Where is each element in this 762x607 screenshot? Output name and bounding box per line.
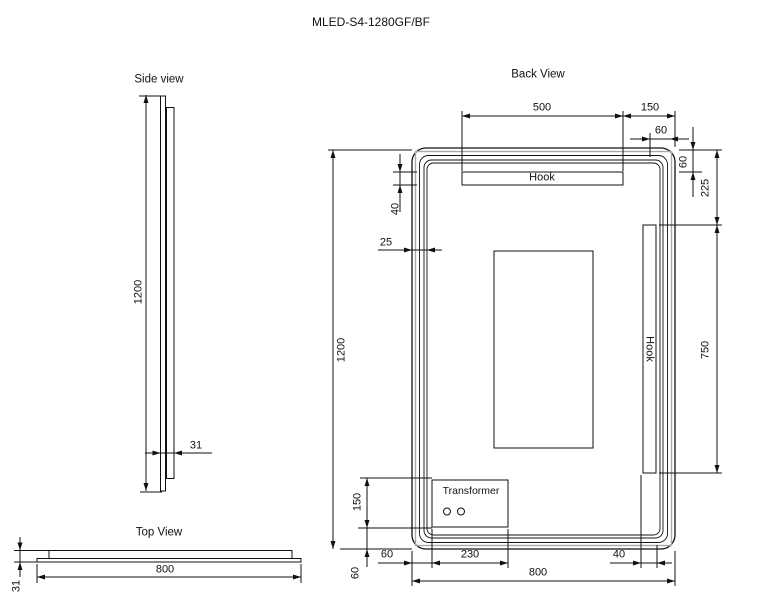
top-view-width-dim: 800 <box>155 563 175 576</box>
side-view-back-panel <box>166 107 175 479</box>
dim-60-offset-text: 60 <box>654 124 668 137</box>
transformer-box <box>431 479 509 528</box>
side-view-label: Side view <box>134 73 184 86</box>
dim-side-hook-frame-gap <box>610 475 672 568</box>
side-view-height-dim: 1200 <box>132 279 145 305</box>
top-view-dim-thickness <box>14 537 49 577</box>
side-view-glass <box>160 95 166 492</box>
dim-500-text: 500 <box>532 101 552 114</box>
dim-back-height <box>328 149 412 550</box>
transformer-hole-right <box>457 507 465 516</box>
dim-frame-inset <box>378 247 442 253</box>
dim-transformer-height <box>358 477 432 529</box>
dim-side-hook-edge-offset <box>630 133 689 157</box>
dim-800-text: 800 <box>528 566 548 579</box>
transformer-label: Transformer <box>442 484 500 497</box>
dim-150-text: 150 <box>640 101 660 114</box>
top-hook-label: Hook <box>529 171 555 184</box>
dim-transformer-bottom-gap <box>364 528 370 567</box>
led-panel-outline <box>493 250 594 449</box>
dim-1200-text: 1200 <box>335 337 348 363</box>
transformer-hole-left <box>443 507 451 516</box>
top-view-label: Top View <box>135 526 183 539</box>
dim-60-bottom-gap-text: 60 <box>349 566 362 580</box>
side-view-outline <box>160 95 175 492</box>
top-view-back-panel <box>48 550 293 559</box>
dim-back-width <box>412 551 676 586</box>
back-view-panel-outline <box>411 147 676 550</box>
dim-side-hook-length <box>659 225 722 474</box>
dim-225-text: 225 <box>699 178 712 198</box>
side-view-dim-height <box>139 95 162 493</box>
dim-40-side-hook-text: 40 <box>612 548 626 561</box>
top-view-thickness-dim: 31 <box>10 579 23 593</box>
dim-25-text: 25 <box>379 236 393 249</box>
back-view-frame-line-1 <box>419 155 668 543</box>
back-view-frame-line-3 <box>426 162 661 536</box>
top-hook-bar <box>461 171 624 186</box>
side-view-thickness-dim: 31 <box>189 439 203 452</box>
dim-230-text: 230 <box>460 548 480 561</box>
side-hook-label: Hook <box>643 336 656 362</box>
back-view-glass-edge <box>414 150 673 547</box>
dim-transformer-width <box>432 529 509 568</box>
back-view-frame-line-2 <box>423 159 664 539</box>
side-view-dim-thickness <box>145 450 212 456</box>
drawing-title: MLED-S4-1280GF/BF <box>311 15 431 29</box>
dim-top-hook-to-right-edge <box>623 111 676 147</box>
dim-150-transformer-text: 150 <box>351 492 364 512</box>
top-view-glass <box>36 558 302 563</box>
side-hook-bar <box>642 224 657 474</box>
top-view-dim-width <box>36 564 302 583</box>
dim-60-left-gap-text: 60 <box>380 548 394 561</box>
dim-top-to-side-hook <box>659 149 722 226</box>
dim-60-top-edge-text: 60 <box>677 155 690 169</box>
back-view-label: Back View <box>511 68 565 81</box>
dim-top-hook-height <box>393 154 417 212</box>
dim-top-hook-width <box>461 111 624 171</box>
back-view-outline <box>411 147 676 550</box>
dim-top-edge-to-hook <box>679 127 702 197</box>
dim-40-hook-text: 40 <box>389 202 402 216</box>
dim-750-text: 750 <box>699 340 712 360</box>
top-view-outline <box>36 550 302 563</box>
